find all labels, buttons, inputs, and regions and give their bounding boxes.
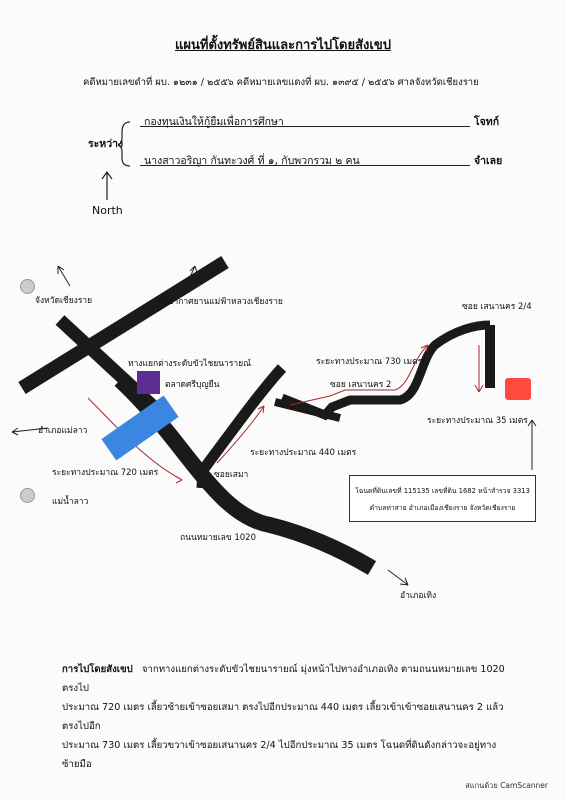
label-distance-35: ระยะทางประมาณ 35 เมตร xyxy=(427,416,528,426)
defendant-role: จำเลย xyxy=(474,155,503,167)
label-airport: ท่าอากาศยานแม่ฟ้าหลวงเชียงราย xyxy=(158,297,283,307)
scanner-watermark: สแกนด้วย CamScanner xyxy=(465,781,548,790)
directions-line-2: ประมาณ 720 เมตร เลี้ยวซ้ายเข้าซอยเสมา ตร… xyxy=(62,702,504,732)
page-title: แผนที่ตั้งทรัพย์สินและการไปโดยสังเขป xyxy=(175,38,391,53)
case-number-line: คดีหมายเลขดำที่ ผบ. ๑๒๓๑ / ๒๕๕๖ คดีหมายเ… xyxy=(83,77,479,88)
directions-line-1: จากทางแยกต่างระดับขัวไชยนารายณ์ มุ่งหน้า… xyxy=(62,664,505,694)
directions-line-3: ประมาณ 730 เมตร เลี้ยวขวาเข้าซอยเสนานคร … xyxy=(62,740,497,770)
plaintiff-role: โจทก์ xyxy=(474,116,500,128)
deed-info-box: โฉนดที่ดินเลขที่ 115135 เลขที่ดิน 1682 ห… xyxy=(349,475,536,522)
label-junction: ทางแยกต่างระดับขัวไชยนารายณ์ xyxy=(128,359,252,369)
label-soi-sema: ซอยเสมา xyxy=(214,470,249,480)
directions-paragraph: การไปโดยสังเขป จากทางแยกต่างระดับขัวไชยน… xyxy=(62,660,512,774)
label-soi-senanakhon-2-4: ซอย เสนานคร 2/4 xyxy=(462,302,532,312)
market-marker xyxy=(137,371,160,394)
defendant-underline xyxy=(140,165,470,166)
property-marker xyxy=(505,378,531,400)
junction-marker xyxy=(101,395,179,461)
north-arrow-icon xyxy=(101,170,113,200)
directions-heading: การไปโดยสังเขป xyxy=(62,664,133,675)
roads xyxy=(18,256,495,575)
plaintiff-underline xyxy=(140,126,470,127)
deed-line-1: โฉนดที่ดินเลขที่ 115135 เลขที่ดิน 1682 ห… xyxy=(355,487,530,495)
label-soi-senanakhon-2: ซอย เสนานคร 2 xyxy=(330,380,392,390)
label-distance-720: ระยะทางประมาณ 720 เมตร xyxy=(52,468,159,478)
deed-line-2: ตำบลท่าสาย อำเภอเมืองเชียงราย จังหวัดเชี… xyxy=(369,504,516,512)
label-distance-440: ระยะทางประมาณ 440 เมตร xyxy=(250,448,357,458)
label-highway-1020: ถนนหมายเลข 1020 xyxy=(180,533,256,543)
parties-label: ระหว่าง xyxy=(88,138,124,150)
label-chiang-rai: จังหวัดเชียงราย xyxy=(35,296,93,306)
label-mae-lao-river: แม่น้ำลาว xyxy=(52,497,89,507)
soi-senanakhon-2 xyxy=(280,320,491,421)
label-mae-lao-district: อำเภอแม่ลาว xyxy=(38,426,88,436)
label-market: ตลาดศรีบุญยืน xyxy=(165,380,220,390)
highway-1020 xyxy=(114,374,377,575)
label-distance-730: ระยะทางประมาณ 730 เมตร xyxy=(316,357,423,367)
parties-bracket xyxy=(118,121,131,167)
plaintiff-name: กองทุนเงินให้กู้ยืมเพื่อการศึกษา xyxy=(144,116,284,128)
defendant-name: นางสาวอริญา กันทะวงศ์ ที่ ๑, กับพวกรวม ๒… xyxy=(144,155,360,167)
punch-hole-bottom xyxy=(20,488,35,503)
label-thoeng: อำเภอเทิง xyxy=(400,591,437,601)
soi-sema xyxy=(196,364,287,489)
punch-hole-top xyxy=(20,279,35,294)
road-cross xyxy=(18,256,229,394)
north-label: North xyxy=(92,204,123,217)
